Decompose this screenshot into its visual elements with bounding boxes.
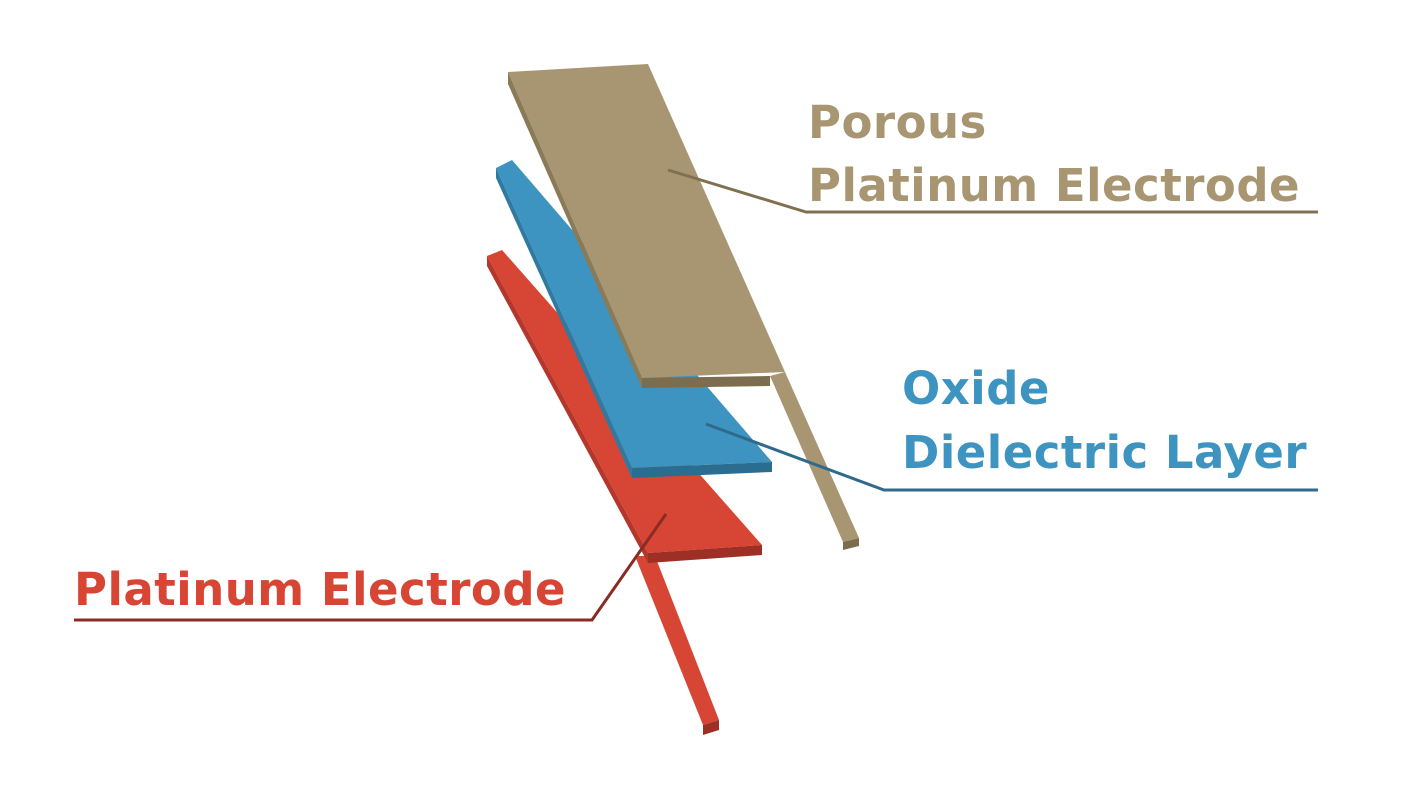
porous-electrode-label-line-1: Porous bbox=[808, 96, 987, 149]
platinum-electrode-lead bbox=[635, 556, 719, 725]
porous-electrode-lead bbox=[770, 372, 859, 542]
platinum-electrode-lead-side bbox=[703, 720, 719, 735]
oxide-dielectric-label-line-1: Oxide bbox=[902, 362, 1050, 415]
oxide-dielectric-leader-line bbox=[705, 422, 1318, 492]
porous-electrode-plate-edge bbox=[508, 72, 642, 388]
platinum-electrode-plate-front bbox=[648, 545, 762, 563]
platinum-electrode-plate-edge bbox=[487, 256, 648, 563]
platinum-electrode-leader-line bbox=[74, 513, 668, 622]
platinum-electrode-label: Platinum Electrode bbox=[74, 563, 566, 616]
porous-electrode-plate-front bbox=[642, 376, 770, 388]
porous-electrode-plate bbox=[508, 64, 785, 378]
porous-electrode-label-line-2: Platinum Electrode bbox=[808, 159, 1300, 212]
porous-electrode-lead-side bbox=[843, 538, 859, 550]
porous-platinum-electrode-layer bbox=[508, 64, 859, 550]
oxide-dielectric-plate-front bbox=[632, 462, 772, 478]
oxide-dielectric-plate-edge bbox=[496, 168, 632, 478]
oxide-dielectric-label-line-2: Dielectric Layer bbox=[902, 426, 1307, 479]
porous-electrode-leader-line bbox=[667, 168, 1318, 214]
